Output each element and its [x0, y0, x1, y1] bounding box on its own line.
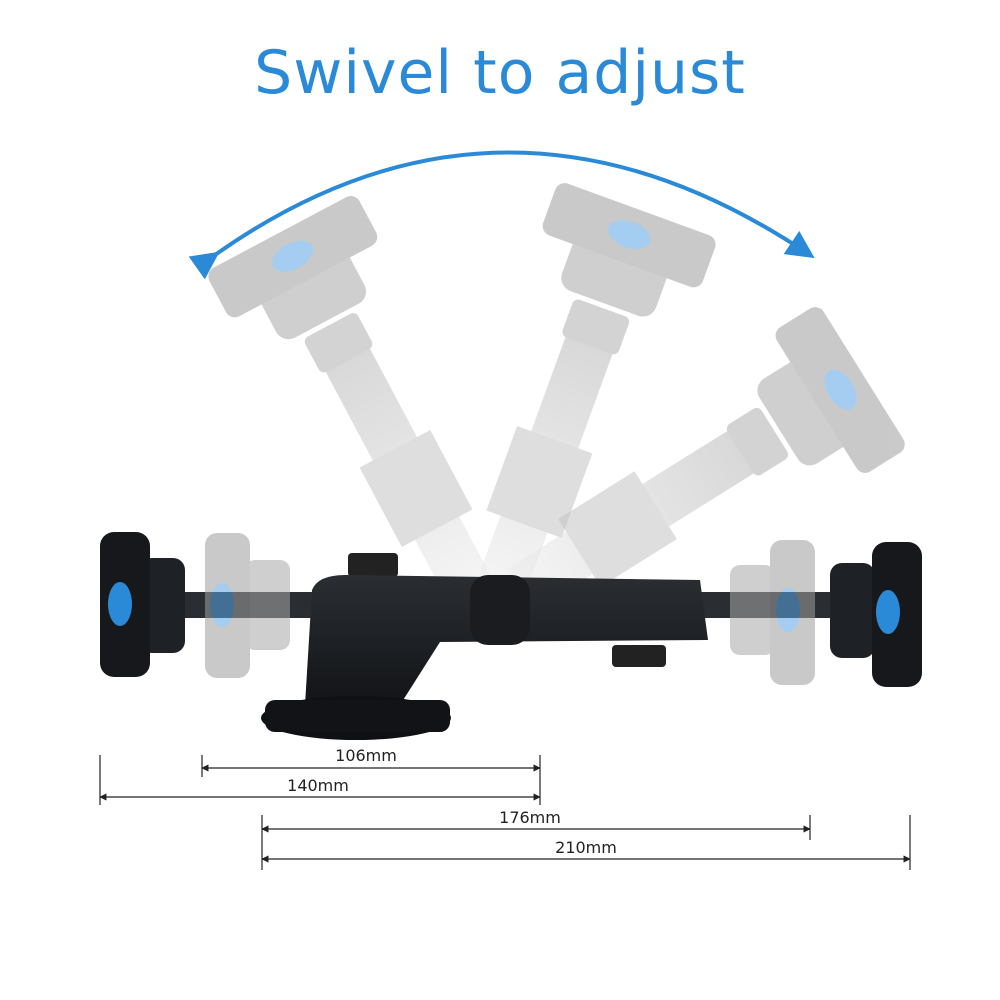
- ghost-head-inner-right: [730, 540, 815, 685]
- head-left: [100, 532, 185, 677]
- ghost-arm-center: [476, 183, 716, 599]
- ghost-head-inner-left: [205, 533, 290, 678]
- dimension-label-106: 106mm: [335, 746, 397, 765]
- swivel-arrow: [188, 150, 815, 280]
- dimension-label-176: 176mm: [499, 808, 561, 827]
- dimension-lines: [99, 755, 911, 870]
- head-right: [830, 542, 922, 687]
- ghost-arm-left: [208, 196, 493, 602]
- dimension-label-140: 140mm: [287, 776, 349, 795]
- headline: Swivel to adjust: [254, 38, 746, 108]
- mount-body: [261, 553, 708, 740]
- dimension-label-210: 210mm: [555, 838, 617, 857]
- ghost-arm-right: [506, 307, 905, 612]
